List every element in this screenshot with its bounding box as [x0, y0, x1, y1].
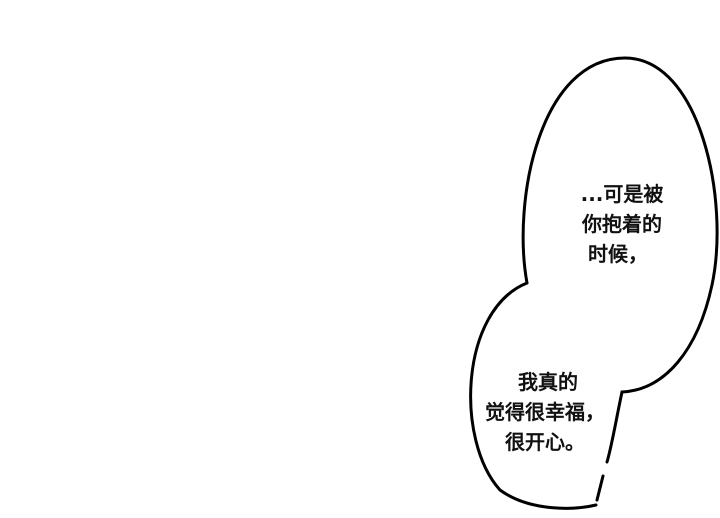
bubble-2-line-2: 觉得很幸福， [485, 400, 605, 424]
speech-bubble-upper [523, 58, 718, 392]
bubble-outline-lower [469, 281, 598, 510]
bubble-1-line-3: 时候， [588, 242, 648, 266]
bubble-outline [521, 56, 719, 464]
bubble-2-line-1: 我真的 [518, 370, 578, 394]
bubble-1-line-1: ...可是被 [580, 182, 664, 206]
bubble-2-line-3: 很开心。 [505, 430, 585, 454]
speech-bubble-lower [470, 283, 622, 509]
bubble-1-line-2: 你抱着的 [582, 212, 662, 236]
bubble-outline-tail [595, 474, 605, 502]
